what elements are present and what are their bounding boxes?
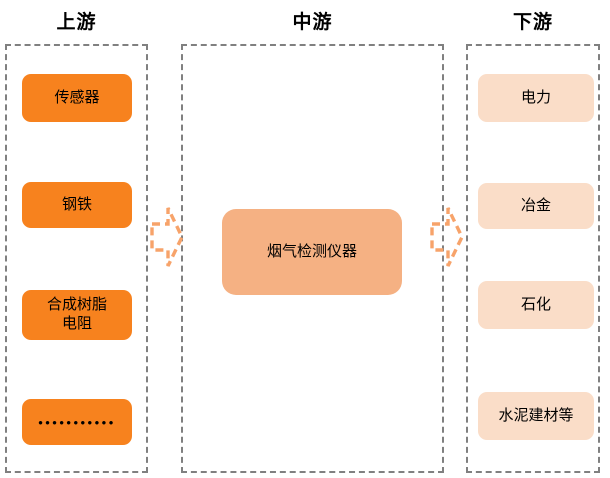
container-upstream	[5, 44, 148, 473]
upstream-item-label: 传感器	[54, 88, 100, 106]
midstream-item-label: 烟气检测仪器	[266, 242, 357, 260]
downstream-item-petrochemical[interactable]: 石化	[478, 281, 594, 329]
arrow-midstream-to-downstream-icon	[430, 202, 464, 272]
downstream-item-label: 水泥建材等	[498, 406, 574, 424]
upstream-item-synthetic-resin-resistor[interactable]: 合成树脂 电阻	[22, 290, 132, 340]
container-midstream	[181, 44, 444, 473]
upstream-item-ellipsis[interactable]: •••••••••••	[22, 399, 132, 445]
section-title-upstream: 上游	[56, 12, 97, 33]
downstream-item-label: 石化	[520, 295, 551, 313]
ellipsis-dots: •••••••••••	[38, 414, 116, 430]
downstream-item-cement-building-materials[interactable]: 水泥建材等	[478, 392, 594, 440]
container-downstream	[466, 44, 600, 473]
section-title-midstream: 中游	[292, 12, 333, 33]
downstream-item-label: 冶金	[520, 196, 551, 214]
upstream-item-sensor[interactable]: 传感器	[22, 74, 132, 122]
downstream-item-power[interactable]: 电力	[478, 74, 594, 122]
arrow-upstream-to-midstream-icon	[150, 202, 184, 272]
section-title-downstream: 下游	[512, 12, 553, 33]
downstream-item-label: 电力	[520, 88, 551, 106]
upstream-item-label: 钢铁	[61, 195, 92, 213]
upstream-item-label-line2: 电阻	[61, 315, 92, 332]
upstream-item-steel[interactable]: 钢铁	[22, 182, 132, 228]
downstream-item-metallurgy[interactable]: 冶金	[478, 183, 594, 229]
upstream-item-label-line1: 合成树脂	[46, 296, 107, 314]
midstream-item-flue-gas-detection-instrument[interactable]: 烟气检测仪器	[222, 209, 402, 295]
